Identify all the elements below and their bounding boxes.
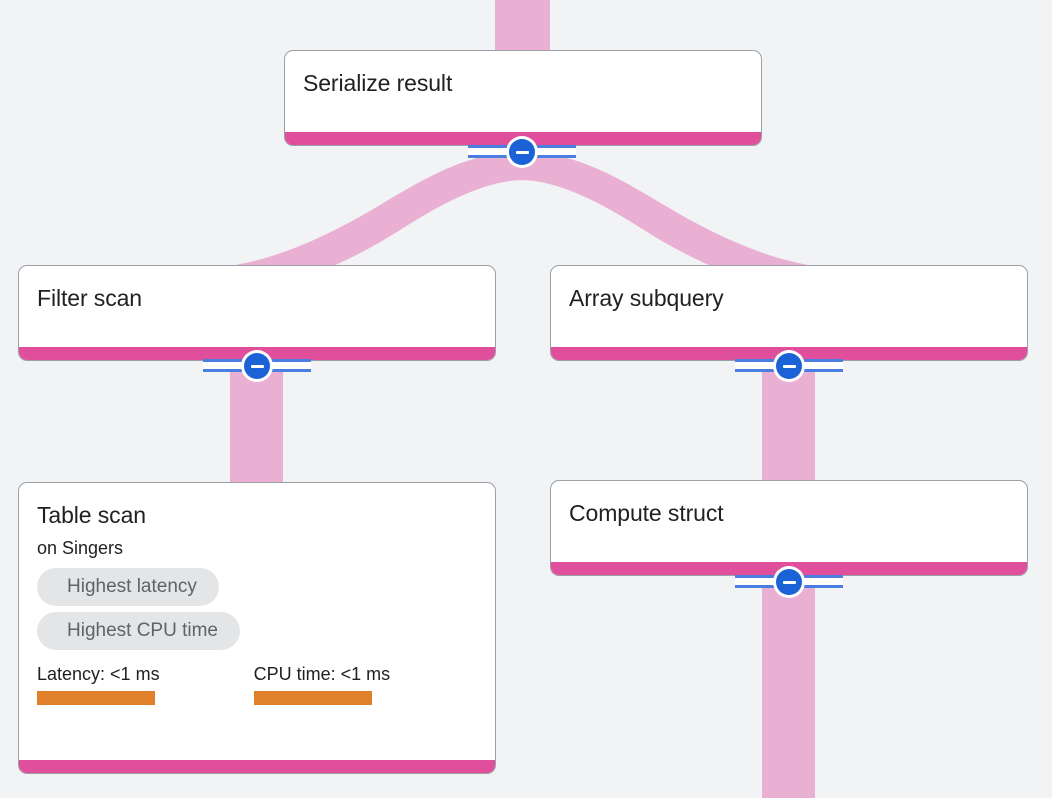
collapse-toggle-compute-struct[interactable]	[735, 566, 843, 598]
node-body: Serialize result	[285, 51, 761, 132]
minus-icon[interactable]	[773, 566, 805, 598]
minus-icon-circle	[244, 353, 270, 379]
minus-icon-bar	[515, 150, 529, 154]
metric-label: Latency: <1 ms	[37, 664, 160, 684]
node-chip-list: Highest latency Highest CPU time	[37, 568, 240, 650]
node-array-subquery[interactable]: Array subquery	[550, 265, 1028, 361]
node-serialize-result[interactable]: Serialize result	[284, 50, 762, 146]
minus-icon-circle	[776, 353, 802, 379]
collapse-toggle-filter-scan[interactable]	[203, 350, 311, 382]
node-body: Compute struct	[551, 481, 1027, 562]
node-title: Array subquery	[569, 285, 724, 311]
node-subtitle: on Singers	[37, 538, 124, 558]
edge-compute-downward	[762, 576, 815, 798]
metric-latency: Latency: <1 ms	[37, 663, 160, 705]
node-metric-list: Latency: <1 ms CPU time: <1 ms	[37, 663, 390, 705]
node-accent-bar	[19, 760, 495, 773]
node-body: Filter scan	[19, 266, 495, 347]
metric-cpu-time: CPU time: <1 ms	[253, 663, 391, 705]
metric-label: CPU time: <1 ms	[253, 664, 391, 684]
node-body: Table scan on Singers Highest latency Hi…	[19, 483, 495, 760]
node-compute-struct[interactable]: Compute struct	[550, 480, 1028, 576]
node-title: Table scan	[37, 502, 146, 528]
chip-highest-cpu-time[interactable]: Highest CPU time	[37, 612, 240, 650]
node-title: Filter scan	[37, 285, 142, 311]
minus-icon[interactable]	[241, 350, 273, 382]
collapse-toggle-array-subquery[interactable]	[735, 350, 843, 382]
metric-bar	[253, 691, 372, 705]
node-title: Compute struct	[569, 500, 724, 526]
minus-icon-bar	[782, 364, 796, 368]
node-title: Serialize result	[303, 70, 453, 96]
node-body: Array subquery	[551, 266, 1027, 347]
minus-icon-bar	[250, 364, 264, 368]
minus-icon-bar	[782, 580, 796, 584]
minus-icon[interactable]	[506, 136, 538, 168]
minus-icon[interactable]	[773, 350, 805, 382]
node-filter-scan[interactable]: Filter scan	[18, 265, 496, 361]
minus-icon-circle	[776, 569, 802, 595]
collapse-toggle-serialize-result[interactable]	[468, 136, 576, 168]
edge-root-stub	[495, 0, 550, 52]
metric-bar	[37, 691, 155, 705]
chip-highest-latency[interactable]: Highest latency	[37, 568, 219, 606]
node-table-scan[interactable]: Table scan on Singers Highest latency Hi…	[18, 482, 496, 774]
minus-icon-circle	[509, 139, 535, 165]
